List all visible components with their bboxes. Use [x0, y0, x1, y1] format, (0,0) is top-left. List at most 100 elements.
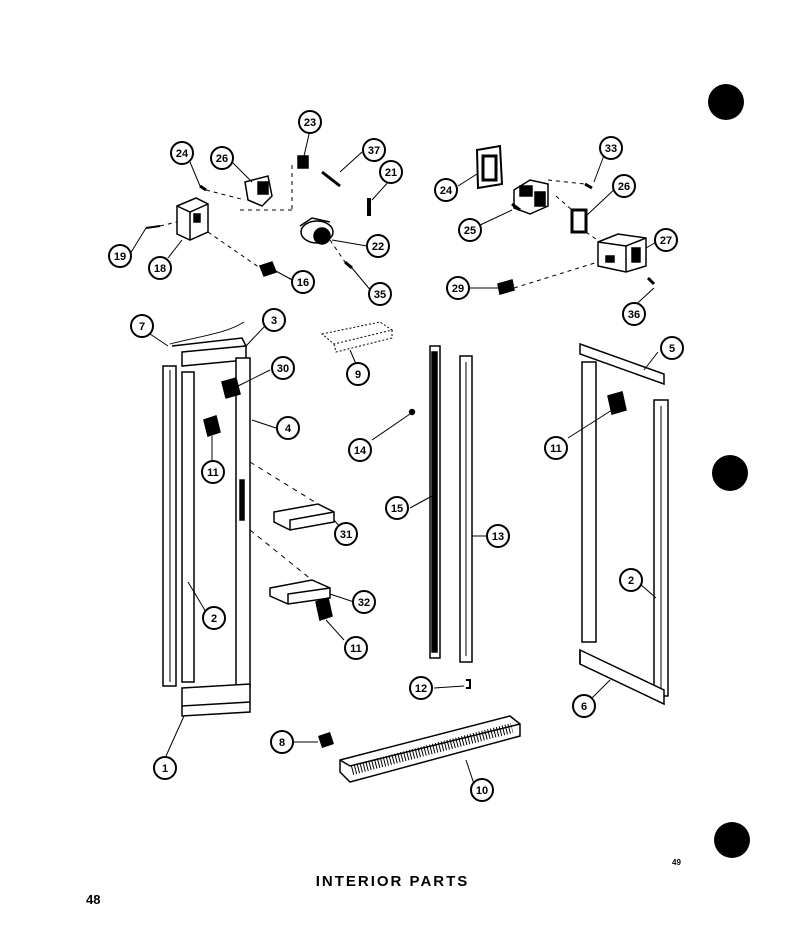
callout-c13: 13	[486, 524, 510, 548]
callout-circle	[298, 110, 322, 134]
callout-circle	[362, 138, 386, 162]
callout-label: 22	[372, 241, 384, 253]
callout-circle	[170, 141, 194, 165]
callout-label: 10	[476, 785, 488, 797]
callout-circle	[344, 636, 368, 660]
callout-c36: 36	[622, 302, 646, 326]
callout-circle	[470, 778, 494, 802]
control-box-part	[176, 197, 209, 241]
callout-c11a: 11	[201, 460, 225, 484]
callout-c4: 4	[276, 416, 300, 440]
callout-label: 3	[271, 315, 277, 327]
callout-circle	[108, 244, 132, 268]
callout-label: 14	[354, 445, 367, 457]
callout-c11b: 11	[344, 636, 368, 660]
callout-label: 2	[628, 575, 634, 587]
callout-label: 27	[660, 235, 672, 247]
callout-c21: 21	[379, 160, 403, 184]
toe-grille-part	[339, 715, 521, 783]
callout-c37: 37	[362, 138, 386, 162]
callout-c24b: 24	[434, 178, 458, 202]
binder-hole-bottom	[714, 822, 750, 858]
left-control-cluster	[129, 129, 391, 293]
callout-c6: 6	[572, 694, 596, 718]
callout-c9: 9	[346, 362, 370, 386]
callout-circle	[276, 416, 300, 440]
callout-label: 2	[211, 613, 217, 625]
callout-circle	[271, 356, 295, 380]
callout-circle	[486, 524, 510, 548]
callout-label: 25	[464, 225, 476, 237]
screw-part-33	[584, 182, 593, 190]
callout-circle	[434, 178, 458, 202]
callout-label: 26	[216, 153, 228, 165]
callout-label: 11	[207, 467, 219, 479]
callout-c18: 18	[148, 256, 172, 280]
callout-circle	[544, 436, 568, 460]
page-number: 48	[86, 892, 101, 907]
callout-circle	[409, 676, 433, 700]
callout-label: 6	[581, 701, 587, 713]
callout-label: 29	[452, 283, 464, 295]
callout-circle	[379, 160, 403, 184]
callout-label: 37	[368, 145, 380, 157]
leader-line-10	[465, 759, 475, 785]
callout-circle	[210, 146, 234, 170]
callout-circle	[599, 136, 623, 160]
callout-c23: 23	[298, 110, 322, 134]
defrost-timer-part	[511, 179, 549, 215]
callout-label: 12	[415, 683, 427, 695]
shelf-brackets	[249, 461, 355, 641]
callout-label: 9	[355, 369, 361, 381]
callout-c1: 1	[153, 756, 177, 780]
binder-hole-middle	[712, 455, 748, 491]
plate-part-26	[570, 208, 588, 234]
callout-circle	[619, 568, 643, 592]
callout-c7: 7	[130, 314, 154, 338]
left-frame-leaders	[149, 325, 277, 757]
knob-part	[259, 261, 277, 277]
screw-part-37	[321, 170, 341, 188]
callout-label: 15	[391, 503, 403, 515]
control-housing-part	[597, 233, 647, 273]
callout-c3: 3	[262, 308, 286, 332]
callout-label: 18	[154, 263, 166, 275]
callout-c2a: 2	[202, 606, 226, 630]
screw-part-35	[344, 260, 353, 270]
callout-c30: 30	[271, 356, 295, 380]
callout-circle	[654, 228, 678, 252]
left-liner-frame	[162, 321, 251, 717]
callout-label: 36	[628, 309, 640, 321]
callout-circle	[660, 336, 684, 360]
callout-c24a: 24	[170, 141, 194, 165]
callout-label: 24	[176, 148, 189, 160]
callout-circle	[148, 256, 172, 280]
callout-label: 32	[358, 597, 370, 609]
callout-c14: 14	[348, 438, 372, 462]
callout-label: 7	[139, 321, 145, 333]
callout-label: 31	[340, 529, 352, 541]
screw-part-34	[199, 184, 207, 192]
callout-circle	[291, 270, 315, 294]
callout-circle	[346, 362, 370, 386]
callout-label: 16	[297, 277, 309, 289]
leader-lines-left	[129, 129, 391, 293]
fan-motor-part	[299, 217, 334, 245]
callout-circle	[262, 308, 286, 332]
screw-part-36	[646, 276, 656, 286]
bracket-part	[244, 175, 273, 207]
callout-circle	[458, 218, 482, 242]
callout-label: 24	[440, 185, 453, 197]
callout-c31: 31	[334, 522, 358, 546]
callout-circle	[572, 694, 596, 718]
binder-hole-top	[708, 84, 744, 120]
callout-c33: 33	[599, 136, 623, 160]
callout-circle	[385, 496, 409, 520]
callout-c32: 32	[352, 590, 376, 614]
center-rails	[408, 345, 473, 689]
callout-circle	[368, 282, 392, 306]
diagram-caption: INTERIOR PARTS	[315, 873, 470, 890]
callout-c27: 27	[654, 228, 678, 252]
callout-circle	[348, 438, 372, 462]
